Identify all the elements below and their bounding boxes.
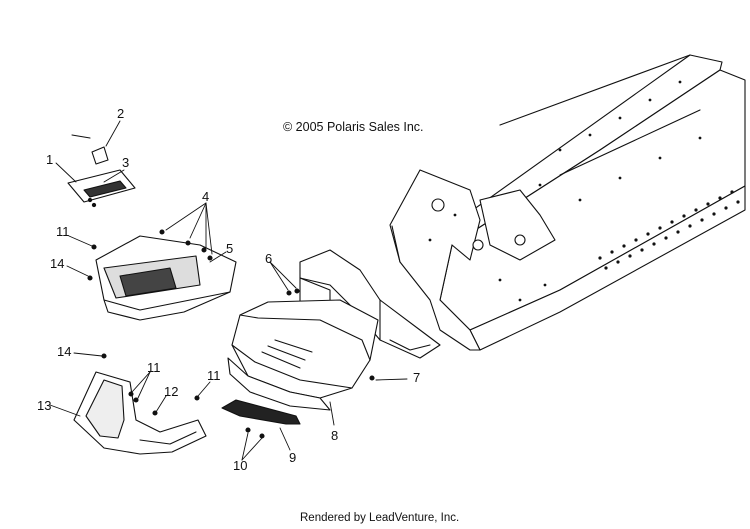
callout-5: 5 bbox=[226, 241, 233, 256]
callout-13: 13 bbox=[37, 398, 51, 413]
part-9-skid-plate bbox=[221, 399, 301, 425]
callout-14-top: 14 bbox=[50, 256, 64, 271]
part-1-plate bbox=[67, 169, 136, 203]
callout-10: 10 bbox=[233, 458, 247, 473]
callout-11-right: 11 bbox=[207, 368, 221, 383]
leader-lines bbox=[49, 120, 408, 461]
callout-6: 6 bbox=[265, 251, 272, 266]
part-2-clip bbox=[71, 134, 109, 165]
part-8-belly-pan bbox=[227, 299, 379, 411]
callout-8: 8 bbox=[331, 428, 338, 443]
callout-labels: 1 2 3 4 5 6 7 8 9 10 11 11 11 12 13 14 1… bbox=[37, 106, 420, 473]
callout-11-top: 11 bbox=[56, 224, 70, 239]
part-13-nose-bumper bbox=[73, 371, 207, 455]
callout-3: 3 bbox=[122, 155, 129, 170]
callout-12: 12 bbox=[164, 384, 178, 399]
chassis-tunnel bbox=[389, 54, 746, 351]
rendered-by-footer: Rendered by LeadVenture, Inc. bbox=[300, 512, 460, 524]
callout-14-bottom: 14 bbox=[57, 344, 71, 359]
callout-2: 2 bbox=[117, 106, 124, 121]
callout-4: 4 bbox=[202, 189, 209, 204]
part-5-cover-panel bbox=[95, 235, 237, 321]
fasteners bbox=[87, 197, 375, 439]
callout-1: 1 bbox=[46, 152, 53, 167]
tunnel-holes bbox=[428, 80, 740, 302]
callout-9: 9 bbox=[289, 450, 296, 465]
callout-7: 7 bbox=[413, 370, 420, 385]
copyright-notice: © 2005 Polaris Sales Inc. bbox=[283, 120, 424, 134]
callout-11-middle: 11 bbox=[147, 360, 161, 375]
